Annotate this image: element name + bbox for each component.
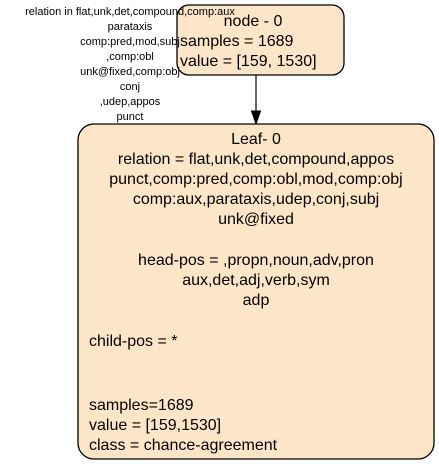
- leaf-node-box: [77, 123, 435, 460]
- edge-label-line: parataxis: [108, 21, 153, 33]
- edge-label-line: ,comp:obl: [106, 51, 154, 63]
- leaf-value: value = [159,1530]: [89, 417, 221, 434]
- leaf-node: Leaf- 0 relation = flat,unk,det,compound…: [77, 123, 435, 460]
- edge-label-line: ,udep,appos: [100, 96, 161, 108]
- leaf-relation-line: relation = flat,unk,det,compound,appos: [118, 151, 394, 168]
- root-node-box: [176, 4, 345, 76]
- leaf-head-pos-line: head-pos = ,propn,noun,adv,pron: [138, 252, 374, 269]
- root-node: node - 0 samples = 1689 value = [159, 15…: [176, 4, 345, 76]
- root-node-samples: samples = 1689: [180, 33, 294, 50]
- edge-arrowhead: [250, 110, 262, 126]
- edge-label-line: conj: [120, 81, 140, 93]
- leaf-head-pos-line: adp: [243, 292, 270, 309]
- edge-root-to-leaf: [250, 75, 262, 126]
- leaf-relation-line: comp:aux,parataxis,udep,conj,subj: [133, 191, 379, 208]
- root-node-value: value = [159, 1530]: [180, 53, 317, 70]
- leaf-head-pos-line: aux,det,adj,verb,sym: [182, 272, 330, 289]
- leaf-relation-line: unk@fixed: [218, 211, 294, 228]
- edge-label-line: relation in flat,unk,det,compound,comp:a…: [25, 6, 235, 18]
- edge-label-line: comp:pred,mod,subj: [80, 36, 180, 48]
- edge-label: relation in flat,unk,det,compound,comp:a…: [25, 6, 235, 123]
- leaf-relation-line: punct,comp:pred,comp:obl,mod,comp:obj: [109, 171, 402, 188]
- leaf-class: class = chance-agreement: [89, 437, 278, 454]
- edge-label-line: punct: [117, 111, 144, 123]
- edge-label-line: unk@fixed,comp:obj: [80, 66, 180, 78]
- leaf-samples: samples=1689: [89, 397, 194, 414]
- leaf-child-pos: child-pos = *: [89, 333, 178, 350]
- leaf-node-title: Leaf- 0: [231, 131, 281, 148]
- root-node-title: node - 0: [224, 13, 283, 30]
